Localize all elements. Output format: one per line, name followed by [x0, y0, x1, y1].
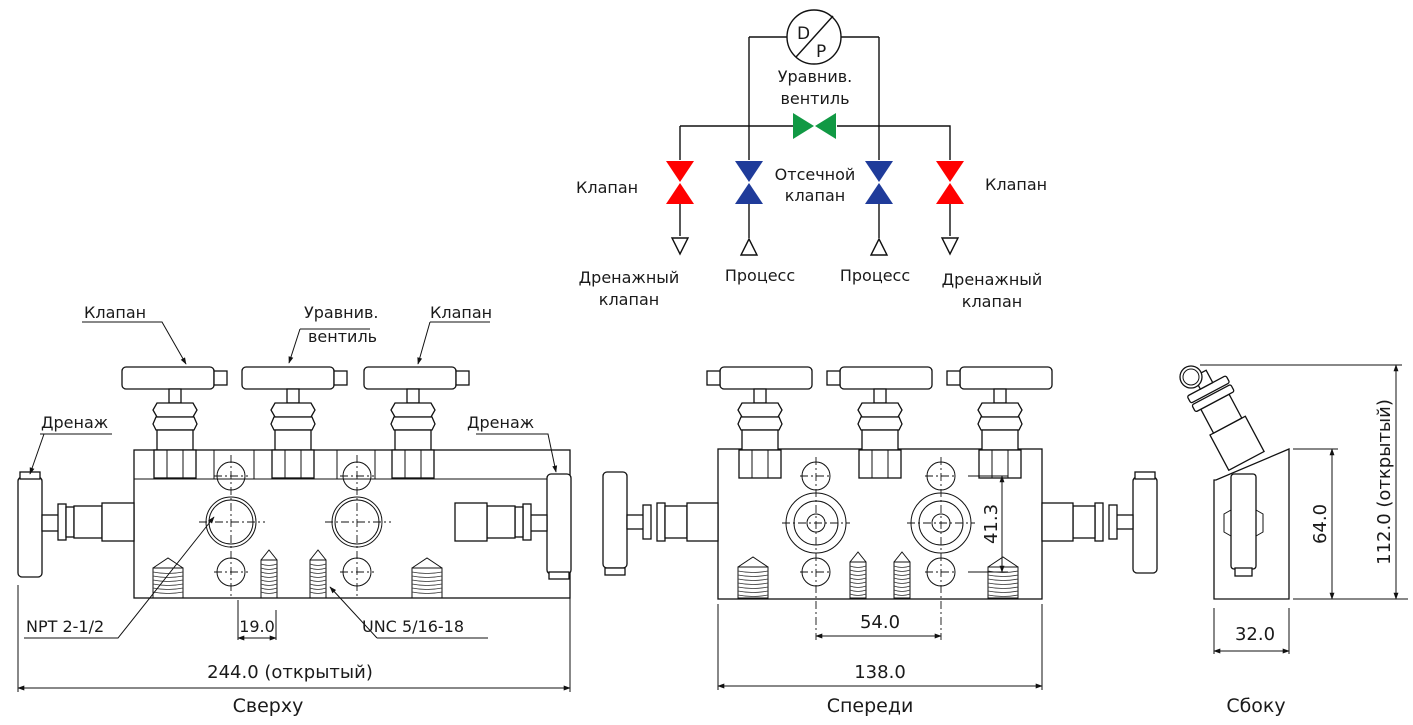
- callout-equalizer-2: вентиль: [308, 327, 377, 346]
- dim-vertical-spacing: 41.3: [981, 504, 1002, 544]
- block-valve-label-1: Отсечной: [775, 165, 856, 184]
- right-drain-label-1: Дренажный: [942, 270, 1043, 289]
- process-left-label: Процесс: [725, 266, 795, 285]
- callout-npt: NPT 2-1/2: [26, 617, 104, 636]
- drain-right: [454, 473, 572, 580]
- dim-bolt-pitch: 19.0: [239, 617, 275, 636]
- left-valve-label: Клапан: [576, 178, 638, 197]
- top-ports: [199, 455, 391, 598]
- schematic-piping: [679, 36, 951, 238]
- view-title-top: Сверху: [233, 695, 304, 717]
- dim-depth: 32.0: [1235, 624, 1275, 645]
- callout-drain-right: Дренаж: [467, 413, 534, 432]
- front-view: 41.3 54.0 138.0 Спереди: [602, 366, 1158, 717]
- gauge-d: D: [797, 24, 810, 44]
- side-view: 64.0 112.0 (открытый) 32.0 Сбоку: [1179, 364, 1408, 717]
- top-dimensions: [17, 585, 571, 692]
- callout-valve-left: Клапан: [84, 303, 146, 322]
- right-valve-label: Клапан: [985, 175, 1047, 194]
- top-view: Клапан Уравнив. вентиль Клапан Дренаж Др…: [17, 303, 572, 717]
- view-title-front: Спереди: [827, 695, 914, 717]
- valve-handle: [241, 366, 335, 390]
- valve-handle: [959, 366, 1053, 390]
- dim-overall-height: 112.0 (открытый): [1374, 399, 1395, 565]
- schematic: D P Уравнив. вентиль К: [576, 9, 1047, 311]
- valve-handle: [839, 366, 933, 390]
- dp-gauge: D P: [786, 9, 842, 65]
- front-valve: [826, 366, 933, 479]
- callout-equalizer-1: Уравнив.: [304, 303, 379, 322]
- valve-handle: [719, 366, 813, 390]
- right-drain-label-2: клапан: [962, 292, 1022, 311]
- block-valve-right-symbol: [865, 161, 893, 204]
- front-valve: [946, 366, 1053, 479]
- front-threads: [737, 551, 1019, 599]
- front-valve: [706, 366, 813, 479]
- valve-handle: [121, 366, 215, 390]
- gauge-p: P: [816, 42, 826, 62]
- callout-unc: UNC 5/16-18: [362, 617, 464, 636]
- equalizer-valve-symbol: [793, 113, 836, 139]
- drain-valve-left-symbol: [666, 161, 694, 204]
- process-right-label: Процесс: [840, 266, 910, 285]
- drain-valve-right-symbol: [936, 161, 964, 204]
- front-ports: [782, 457, 975, 640]
- front-dimensions: [717, 475, 1043, 690]
- dim-overall-width-front: 138.0: [854, 662, 906, 683]
- callout-drain-left: Дренаж: [41, 413, 108, 432]
- front-valves: [706, 366, 1053, 479]
- left-drain-label-1: Дренажный: [579, 268, 680, 287]
- top-valves: [121, 366, 470, 479]
- equalizer-label-1: Уравнив.: [778, 67, 853, 86]
- side-drain: [1230, 473, 1257, 570]
- dim-overall-width-top: 244.0 (открытый): [207, 662, 373, 683]
- view-title-side: Сбоку: [1226, 695, 1285, 717]
- left-drain-label-2: клапан: [599, 290, 659, 309]
- dim-body-height: 64.0: [1310, 504, 1331, 544]
- terminal-symbols: [670, 237, 960, 256]
- front-drain-left: [602, 471, 719, 576]
- block-valve-label-2: клапан: [785, 186, 845, 205]
- equalizer-label-2: вентиль: [780, 89, 849, 108]
- side-dimensions: [1200, 364, 1408, 654]
- dim-port-spacing: 54.0: [860, 612, 900, 633]
- valve-handle: [363, 366, 457, 390]
- drain-left: [17, 471, 135, 578]
- top-threads: [152, 549, 443, 599]
- block-valve-left-symbol: [735, 161, 763, 204]
- front-drain-right: [1041, 471, 1158, 574]
- top-leaders: [24, 321, 558, 639]
- callout-valve-right: Клапан: [430, 303, 492, 322]
